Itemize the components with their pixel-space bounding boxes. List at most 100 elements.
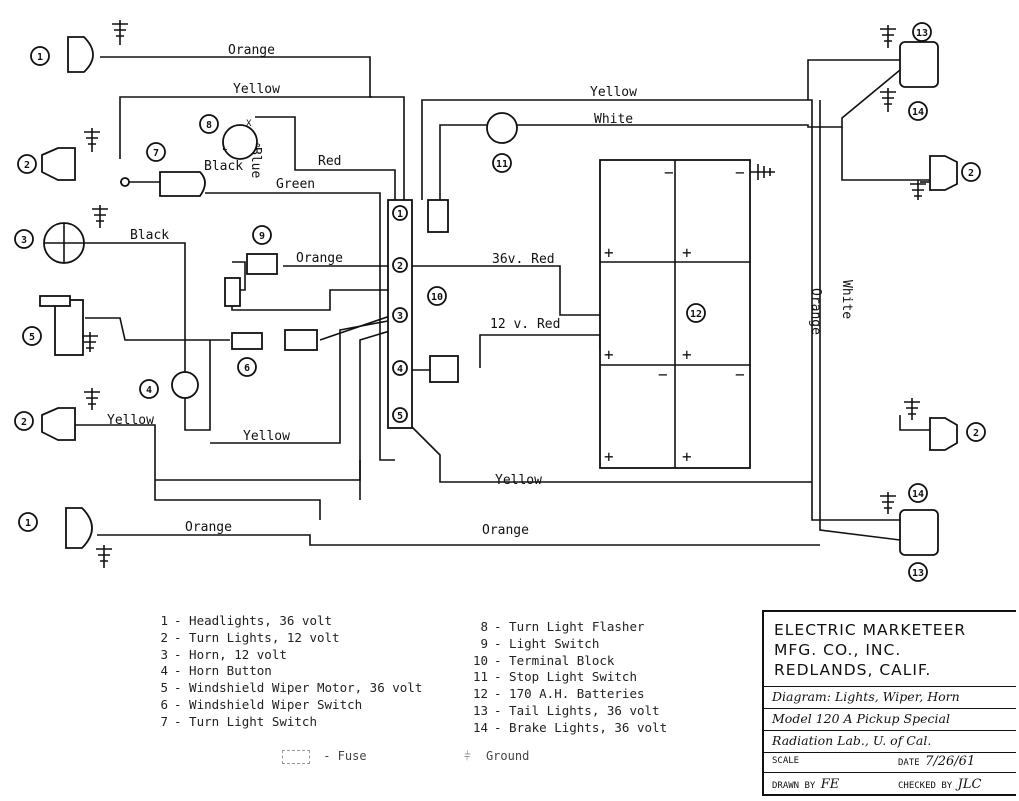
legend-text: - Horn, 12 volt [174, 646, 287, 662]
wire-label-yellow-top-left: Yellow [233, 82, 280, 97]
legend-text: - Brake Lights, 36 volt [494, 719, 668, 735]
legend-text: - Tail Lights, 36 volt [494, 702, 660, 718]
num-horn-button: 4 [146, 385, 152, 396]
grounds [82, 20, 926, 568]
svg-text:+: + [682, 345, 692, 364]
legend-text: - Headlights, 36 volt [174, 613, 333, 628]
legend-number: 1 [160, 613, 168, 628]
components [39, 36, 958, 556]
wire-label-white-top: White [594, 112, 633, 127]
battery-signs: − − + + + + − − + + [604, 163, 745, 466]
drawn-by-value: FE [820, 776, 840, 792]
turn-light-left-top [41, 147, 76, 181]
legend-text: - Turn Light Flasher [494, 619, 645, 634]
horn-button [171, 371, 199, 399]
svg-text:−: − [735, 365, 745, 384]
num-brake-top: 14 [912, 107, 924, 118]
checked-by-value: JLC [957, 776, 982, 792]
legend-number: 9 [480, 635, 488, 651]
legend-number: 3 [160, 646, 168, 662]
letter-p: P [255, 143, 261, 153]
num-tail-top: 13 [916, 28, 928, 39]
legend-number: 14 [472, 719, 488, 735]
wire-label-orange-vertical: Orange [808, 288, 823, 335]
turn-light-left-bottom [41, 407, 76, 441]
title-meta: SCALE DATE 7/26/61 DRAWN BY FE CHECKED B… [764, 750, 1016, 796]
legend-number: 8 [480, 619, 488, 634]
legend-text: - 170 A.H. Batteries [494, 686, 645, 702]
num-terminal-block: 10 [431, 292, 443, 303]
wire-label-yellow-bottom: Yellow [495, 473, 542, 488]
ground-key-label: Ground [485, 749, 530, 763]
letter-l: L [222, 143, 227, 153]
legend-number: 7 [160, 713, 168, 729]
fuse-light-switch [224, 277, 241, 307]
wire-label-red: Red [318, 154, 341, 169]
company-name: ELECTRIC MARKETEER MFG. CO., INC. REDLAN… [764, 612, 1016, 680]
svg-text:−: − [735, 163, 745, 182]
horn-button-letters: X L P [222, 119, 261, 153]
svg-text:+: + [604, 243, 614, 262]
legend-text: - Windshield Wiper Motor, 36 volt [174, 680, 423, 696]
terminal-1: 1 [397, 209, 403, 220]
num-stop-switch: 11 [496, 159, 508, 170]
num-light-switch: 9 [259, 231, 265, 242]
num-batteries: 12 [690, 309, 702, 320]
wire-label-green: Green [276, 177, 315, 192]
num-turn-right-top: 2 [968, 168, 974, 179]
legend-item: 3 - Horn, 12 volt [150, 647, 422, 664]
svg-text:+: + [682, 243, 692, 262]
legend-text: - Terminal Block [494, 652, 615, 668]
wire-label-yellow-lower: Yellow [243, 429, 290, 444]
wire-label-orange-bottom-left: Orange [185, 520, 232, 535]
legend-number: 13 [472, 702, 488, 718]
model-line: Model 120 A Pickup Special [764, 709, 1016, 731]
wiper-switch [231, 332, 263, 350]
legend-item: 1 - Headlights, 36 volt [150, 613, 422, 630]
svg-text:+: + [682, 447, 692, 466]
company-line-1: ELECTRIC MARKETEER [774, 621, 967, 639]
legend-text: - Turn Lights, 12 volt [174, 629, 340, 645]
legend-item: 5- Windshield Wiper Motor, 36 volt [150, 680, 422, 697]
legend-number: 10 [472, 652, 488, 668]
company-line-2: MFG. CO., INC. [774, 641, 902, 659]
wiper-motor-bracket [39, 295, 71, 307]
wire-label-red-36v: 36v. Red [492, 252, 555, 267]
legend-item: 8 - Turn Light Flasher [470, 619, 667, 636]
num-turn-left-top: 2 [24, 160, 30, 171]
num-turn-left-bottom: 2 [21, 417, 27, 428]
wire-label-yellow-left: Yellow [107, 413, 154, 428]
tail-brake-light-bottom [899, 509, 939, 556]
company-line-3: REDLANDS, CALIF. [774, 661, 932, 679]
wiper-motor [54, 299, 84, 356]
terminal-4: 4 [397, 364, 403, 375]
fuse-top [427, 199, 449, 233]
num-tail-bottom: 13 [912, 568, 924, 579]
legend-number: 4 [160, 663, 168, 679]
date-value: 7/26/61 [925, 753, 976, 769]
wire-label-black-left: Black [130, 228, 169, 243]
wire-label-orange-top: Orange [228, 43, 275, 58]
num-turn-right-bottom: 2 [973, 428, 979, 439]
svg-text:−: − [664, 163, 674, 182]
customer-line: Radiation Lab., U. of Cal. [764, 731, 1016, 753]
light-switch [246, 253, 278, 275]
legend-text: - Windshield Wiper Switch [174, 696, 363, 712]
num-wiper-motor: 5 [29, 332, 35, 343]
wire-label-white-vertical: White [839, 280, 854, 319]
wire-label-red-12v: 12 v. Red [490, 317, 560, 332]
legend-number: 6 [160, 696, 168, 712]
num-wiper-switch: 6 [244, 363, 250, 374]
legend-number: 12 [472, 686, 488, 702]
legend-text: - Turn Light Switch [174, 713, 317, 729]
legend-number: 11 [472, 669, 488, 685]
title-info: Diagram: Lights, Wiper, Horn Model 120 A… [764, 686, 1016, 753]
fuse-wiper [284, 329, 318, 351]
ground-symbol-icon: ⫩ [463, 749, 471, 763]
terminal-2: 2 [397, 261, 403, 272]
stop-light-switch [486, 112, 518, 144]
tail-brake-light-top [899, 41, 939, 88]
num-headlight-top: 1 [37, 52, 43, 63]
